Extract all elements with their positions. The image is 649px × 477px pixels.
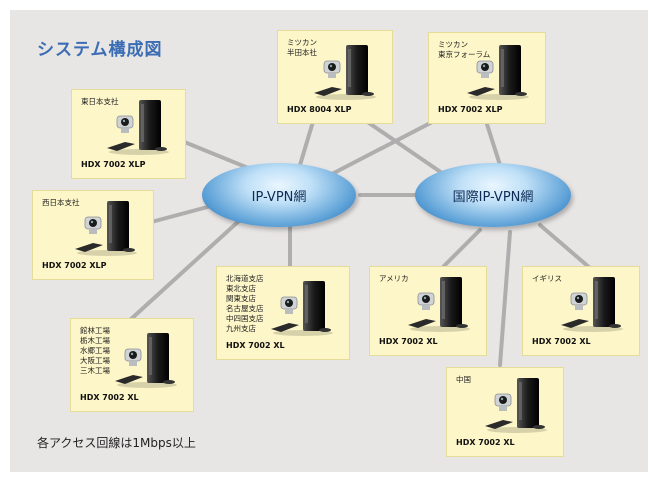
site-model: HDX 7002 XLP — [42, 261, 107, 270]
site-model: HDX 7002 XL — [226, 341, 285, 350]
site-model: HDX 7002 XLP — [438, 105, 503, 114]
intl-vpn-network: 国際IP-VPN網 — [415, 163, 571, 227]
site-model: HDX 7002 XLP — [81, 160, 146, 169]
video-system-icon — [559, 275, 625, 333]
link-china-intl — [498, 230, 512, 367]
site-higashi: 東日本支社 HDX 7002 XLP — [71, 89, 186, 179]
site-nishi: 西日本支社 HDX 7002 XLP — [32, 190, 154, 280]
video-system-icon — [113, 331, 179, 389]
bandwidth-note: 各アクセス回線は1Mbps以上 — [37, 436, 196, 450]
link-uk-intl — [538, 223, 592, 270]
site-label: ミツカン 半田本社 — [287, 38, 317, 57]
site-label: 西日本支社 — [42, 198, 80, 207]
site-handa: ミツカン 半田本社 HDX 8004 XLP — [277, 30, 393, 124]
site-model: HDX 7002 XL — [379, 337, 438, 346]
site-uk: イギリス HDX 7002 XL — [522, 266, 640, 356]
video-system-icon — [312, 43, 378, 101]
site-label: 北海道支店 東北支店 関東支店 名古屋支店 中四国支店 九州支店 — [226, 274, 264, 333]
video-system-icon — [269, 279, 335, 337]
site-china: 中国 HDX 7002 XL — [446, 367, 564, 457]
diagram-title: システム構成図 — [37, 40, 163, 60]
site-label: 中国 — [456, 375, 471, 384]
site-branches: 北海道支店 東北支店 関東支店 名古屋支店 中四国支店 九州支店 HDX 700… — [216, 266, 350, 360]
ipvpn-network-label: IP-VPN網 — [251, 189, 307, 205]
video-system-icon — [465, 43, 531, 101]
site-tokyo: ミツカン 東京フォーラム HDX 7002 XLP — [428, 32, 546, 124]
link-factories-ipvpn — [128, 218, 242, 322]
site-label: 館林工場 栃木工場 水郷工場 大阪工場 三木工場 — [80, 326, 110, 375]
video-system-icon — [105, 98, 171, 156]
site-model: HDX 8004 XLP — [287, 105, 352, 114]
video-system-icon — [406, 275, 472, 333]
site-label: イギリス — [532, 274, 562, 283]
video-system-icon — [73, 199, 139, 257]
link-america-intl — [438, 228, 482, 272]
site-model: HDX 7002 XL — [456, 438, 515, 447]
site-label: アメリカ — [379, 274, 409, 283]
ipvpn-network: IP-VPN網 — [202, 163, 356, 227]
site-factories: 館林工場 栃木工場 水郷工場 大阪工場 三木工場 HDX 7002 XL — [70, 318, 194, 412]
site-label: 東日本支社 — [81, 97, 119, 106]
site-label: ミツカン 東京フォーラム — [438, 40, 491, 59]
link-tokyo-ipvpn — [328, 116, 442, 177]
site-america: アメリカ HDX 7002 XL — [369, 266, 487, 356]
video-system-icon — [483, 376, 549, 434]
site-model: HDX 7002 XL — [532, 337, 591, 346]
link-tokyo-intl — [483, 116, 502, 167]
intl-vpn-network-label: 国際IP-VPN網 — [452, 189, 534, 205]
site-model: HDX 7002 XL — [80, 393, 139, 402]
